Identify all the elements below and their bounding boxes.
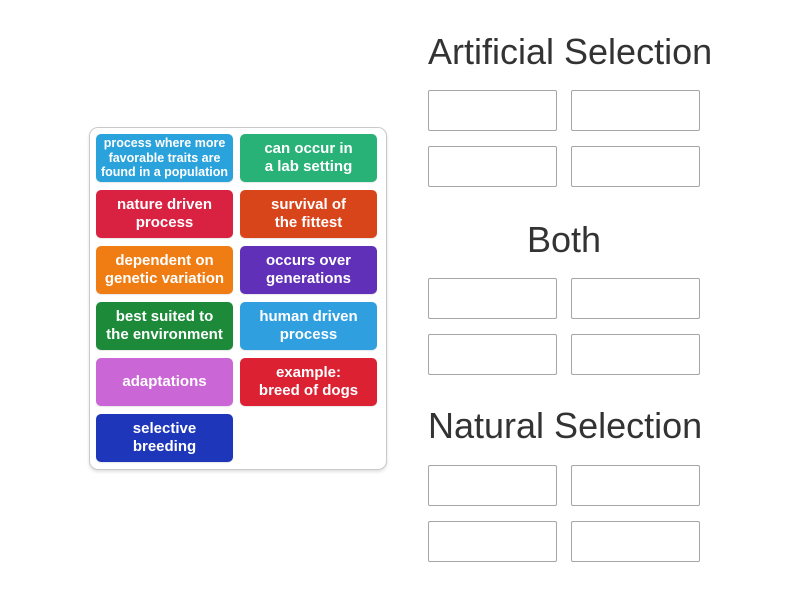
drop-slot-artificial-selection-2[interactable] xyxy=(571,90,700,131)
drop-slot-artificial-selection-3[interactable] xyxy=(428,146,557,187)
tile-selective[interactable]: selective breeding xyxy=(96,414,233,462)
drop-slot-natural-selection-3[interactable] xyxy=(428,521,557,562)
group-artificial-selection: Artificial Selection xyxy=(428,0,713,187)
group-both: Both xyxy=(428,187,700,375)
group-title-natural-selection: Natural Selection xyxy=(428,405,703,446)
tile-best-suited-to[interactable]: best suited to the environment xyxy=(96,302,233,350)
slot-grid xyxy=(428,465,700,562)
tile-occurs-over[interactable]: occurs over generations xyxy=(240,246,377,294)
tile-adaptations[interactable]: adaptations xyxy=(96,358,233,406)
tile-example[interactable]: example: breed of dogs xyxy=(240,358,377,406)
slot-grid xyxy=(428,278,700,375)
tile-panel: process where more favorable traits are … xyxy=(89,127,387,470)
group-title-artificial-selection: Artificial Selection xyxy=(428,31,713,72)
drop-slot-both-3[interactable] xyxy=(428,334,557,375)
drop-slot-artificial-selection-1[interactable] xyxy=(428,90,557,131)
drop-slot-natural-selection-4[interactable] xyxy=(571,521,700,562)
drop-slot-artificial-selection-4[interactable] xyxy=(571,146,700,187)
tile-process-where-more[interactable]: process where more favorable traits are … xyxy=(96,134,233,182)
group-natural-selection: Natural Selection xyxy=(428,375,703,562)
tile-can-occur-in[interactable]: can occur in a lab setting xyxy=(240,134,377,182)
tile-human-driven[interactable]: human driven process xyxy=(240,302,377,350)
drop-slot-natural-selection-1[interactable] xyxy=(428,465,557,506)
drop-slot-both-2[interactable] xyxy=(571,278,700,319)
drop-slot-natural-selection-2[interactable] xyxy=(571,465,700,506)
group-title-both: Both xyxy=(526,219,602,260)
drop-slot-both-4[interactable] xyxy=(571,334,700,375)
slot-grid xyxy=(428,90,700,187)
tile-survival-of[interactable]: survival of the fittest xyxy=(240,190,377,238)
tile-nature-driven[interactable]: nature driven process xyxy=(96,190,233,238)
tile-dependent-on[interactable]: dependent on genetic variation xyxy=(96,246,233,294)
drop-slot-both-1[interactable] xyxy=(428,278,557,319)
groups-column: Artificial Selection Both Natural Select… xyxy=(428,0,713,562)
